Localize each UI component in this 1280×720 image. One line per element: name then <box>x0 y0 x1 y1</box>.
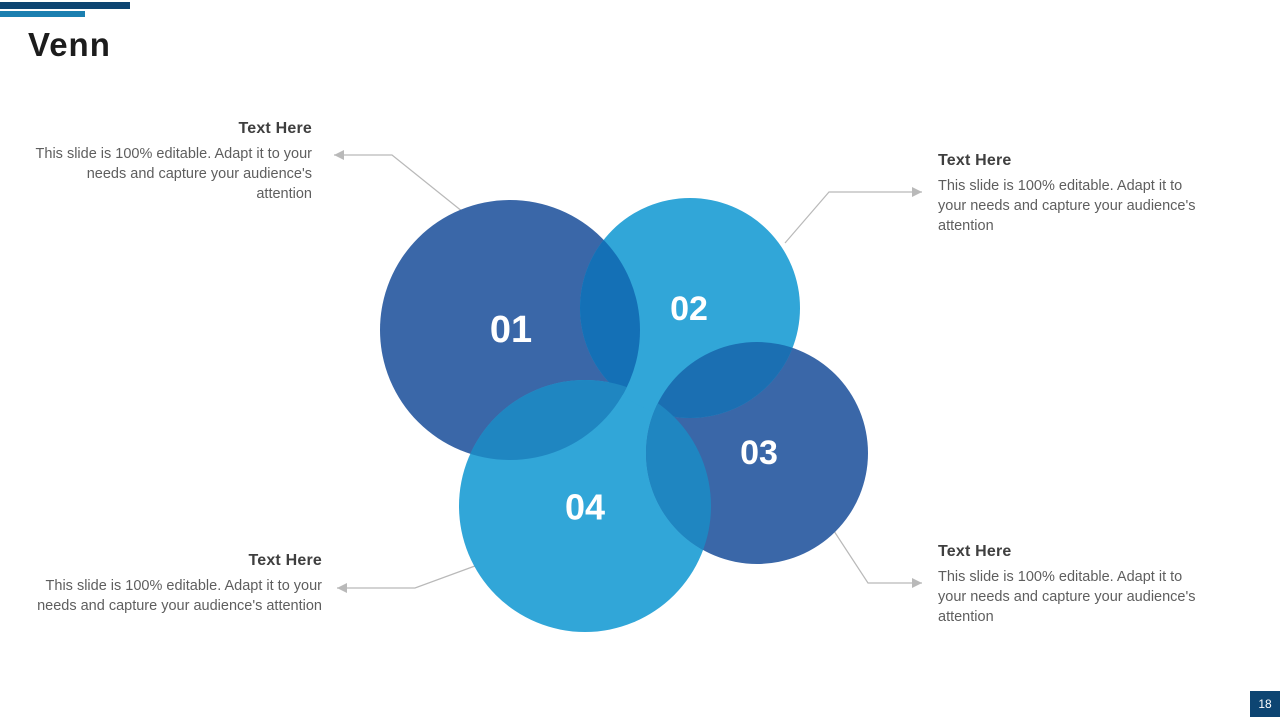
connector-line-3 <box>337 558 495 589</box>
callout-3-body: This slide is 100% editable. Adapt it to… <box>37 578 322 614</box>
connector-line-1 <box>334 154 464 213</box>
venn-label-01: 01 <box>490 309 532 351</box>
venn-label-02: 02 <box>670 290 708 328</box>
callout-2: Text Here This slide is 100% editable. A… <box>938 152 1213 236</box>
venn-label-04: 04 <box>565 487 605 528</box>
page-number-badge: 18 <box>1250 691 1280 717</box>
header-accent-bar-dark <box>0 2 130 9</box>
arrowhead-3 <box>337 583 347 593</box>
arrowhead-2 <box>912 187 922 197</box>
venn-overlap-03-04 <box>646 380 711 564</box>
callout-2-heading: Text Here <box>938 152 1012 169</box>
arrowhead-1 <box>334 150 344 160</box>
callout-3-heading: Text Here <box>248 552 322 569</box>
header-accent-bar-light <box>0 11 85 17</box>
callout-2-body: This slide is 100% editable. Adapt it to… <box>938 178 1196 234</box>
callout-1-body: This slide is 100% editable. Adapt it to… <box>35 146 312 202</box>
callout-3: Text Here This slide is 100% editable. A… <box>35 552 322 616</box>
callout-1-heading: Text Here <box>238 120 312 137</box>
connector-lines <box>334 150 922 593</box>
venn-overlap-01-04 <box>459 380 640 460</box>
arrowhead-4 <box>912 578 922 588</box>
callout-4-heading: Text Here <box>938 543 1012 560</box>
venn-label-03: 03 <box>740 434 778 472</box>
connector-line-2 <box>784 191 922 244</box>
venn-overlap-02-03 <box>646 342 800 418</box>
callout-4-body: This slide is 100% editable. Adapt it to… <box>938 569 1196 625</box>
callout-4: Text Here This slide is 100% editable. A… <box>938 543 1213 627</box>
connector-line-4 <box>831 527 922 584</box>
callout-1: Text Here This slide is 100% editable. A… <box>35 120 312 204</box>
page-title: Venn <box>28 26 111 63</box>
